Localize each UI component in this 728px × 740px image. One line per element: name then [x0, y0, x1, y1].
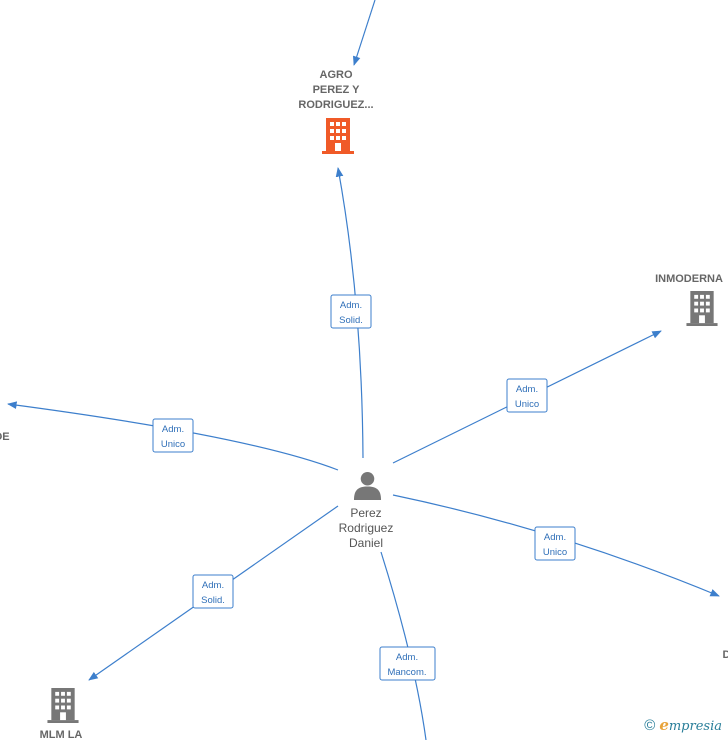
edge-incoming-top — [353, 0, 376, 66]
edge-label-line: Adm. — [340, 300, 362, 311]
company-node-left[interactable]: DE — [0, 431, 10, 443]
edge-label-to-right[interactable]: Adm. Unico — [534, 526, 576, 561]
edge-label-line: Unico — [543, 547, 567, 558]
company-label-line: DE — [0, 431, 10, 443]
company-label-line: INMODERNA — [655, 273, 723, 285]
brand-initial: e — [659, 716, 669, 734]
company-node-mlm[interactable]: MLM LA — [40, 688, 83, 740]
company-node-right[interactable]: DI — [723, 649, 728, 661]
edge-label-to-bottom[interactable]: Adm. Mancom. — [379, 646, 436, 681]
edge-label-line: Adm. — [162, 424, 184, 435]
person-node[interactable]: Perez Rodriguez Daniel — [339, 471, 394, 550]
building-icon — [322, 118, 354, 154]
edge-label-line: Solid. — [201, 595, 225, 606]
edge-label-to-agro[interactable]: Adm. Solid. — [330, 294, 372, 329]
company-node-agro[interactable]: AGRO PEREZ Y RODRIGUEZ... — [298, 69, 374, 154]
edge-label-to-inmoderna[interactable]: Adm. Unico — [506, 378, 548, 413]
edge-to-left — [7, 401, 339, 471]
company-label-line: AGRO — [320, 69, 353, 81]
edge-label-to-left[interactable]: Adm. Unico — [152, 418, 194, 453]
building-icon — [686, 291, 718, 326]
edge-label-to-mlm[interactable]: Adm. Solid. — [192, 574, 234, 609]
edge-label-line: Adm. — [396, 652, 418, 663]
company-label-line: PEREZ Y — [313, 84, 361, 96]
edge-label-line: Adm. — [516, 384, 538, 395]
copyright-symbol: © — [644, 716, 656, 734]
edge-label-line: Adm. — [202, 580, 224, 591]
company-node-inmoderna[interactable]: INMODERNA — [655, 273, 723, 326]
edge-label-line: Unico — [161, 439, 185, 450]
edge-to-bottom — [380, 551, 427, 740]
edge-label-line: Adm. — [544, 532, 566, 543]
edge-label-line: Unico — [515, 399, 539, 410]
person-name-line: Perez — [350, 506, 381, 520]
footer-brand: © empresia — [644, 716, 722, 734]
company-label-line: RODRIGUEZ... — [298, 99, 373, 111]
company-label-line: MLM LA — [40, 729, 83, 740]
brand-rest: mpresia — [668, 719, 722, 734]
edge-label-line: Mancom. — [387, 667, 426, 678]
company-label-line: DI — [723, 649, 728, 661]
building-icon — [47, 688, 79, 723]
edge-label-line: Solid. — [339, 315, 363, 326]
person-name-line: Rodriguez — [339, 521, 394, 535]
person-name-line: Daniel — [349, 536, 383, 550]
person-icon — [353, 471, 382, 500]
empresia-logo[interactable]: empresia — [659, 716, 722, 734]
